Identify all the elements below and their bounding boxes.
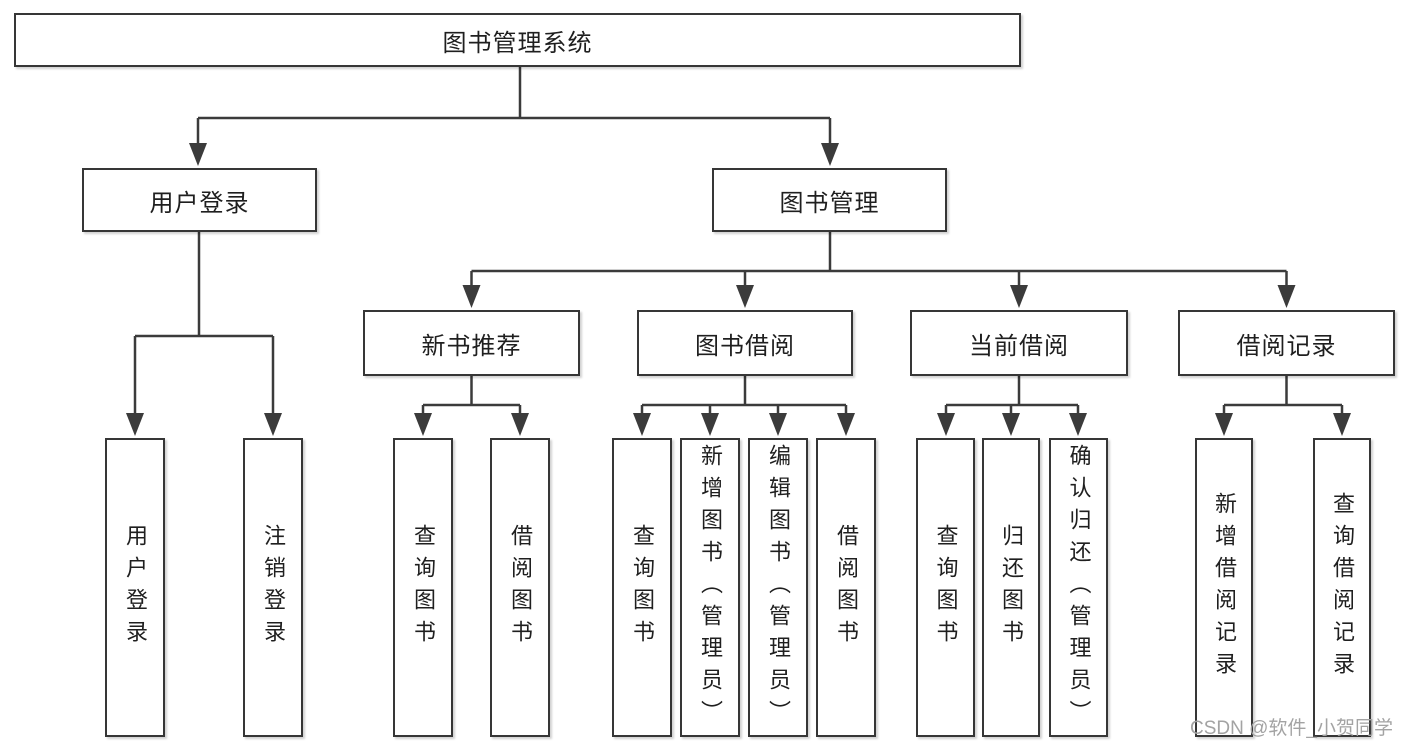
node-current-borrowing-label: 当前借阅 [969, 332, 1069, 360]
node-user-login-label: 用户登录 [149, 189, 250, 217]
leaf-user-login: 用户登录 [105, 438, 165, 737]
leaf-query-books-borrowing: 查询图书 [612, 438, 672, 737]
leaf-add-book-admin-label: 新增图书（管理员） [698, 443, 723, 732]
leaf-query-borrow-record-label: 查询借阅记录 [1330, 491, 1355, 684]
leaf-borrow-books-recommend-label: 借阅图书 [508, 523, 533, 652]
node-new-book-recommend: 新书推荐 [363, 310, 580, 376]
leaf-add-borrow-record-label: 新增借阅记录 [1212, 491, 1237, 684]
node-borrowing-records-label: 借阅记录 [1236, 332, 1337, 360]
leaf-logout: 注销登录 [243, 438, 303, 737]
leaf-add-book-admin: 新增图书（管理员） [680, 438, 740, 737]
node-book-borrowing: 图书借阅 [637, 310, 853, 376]
leaf-borrow-books-recommend: 借阅图书 [490, 438, 550, 737]
leaf-query-books-current-label: 查询图书 [933, 523, 959, 652]
leaf-add-borrow-record: 新增借阅记录 [1195, 438, 1253, 737]
csdn-watermark: CSDN @软件_小贺同学 [1190, 718, 1393, 739]
node-book-management-label: 图书管理 [779, 189, 880, 217]
leaf-user-login-label: 用户登录 [123, 523, 148, 652]
node-root: 图书管理系统 [14, 13, 1021, 67]
node-book-management: 图书管理 [712, 168, 947, 232]
leaf-query-books-borrowing-label: 查询图书 [630, 523, 655, 652]
leaf-query-books-recommend: 查询图书 [393, 438, 453, 737]
leaf-confirm-return-admin-label: 确认归还（管理员） [1066, 443, 1092, 732]
leaf-query-borrow-record: 查询借阅记录 [1313, 438, 1371, 737]
leaf-edit-book-admin: 编辑图书（管理员） [748, 438, 808, 737]
node-borrowing-records: 借阅记录 [1178, 310, 1395, 376]
leaf-edit-book-admin-label: 编辑图书（管理员） [766, 443, 791, 732]
node-current-borrowing: 当前借阅 [910, 310, 1128, 376]
leaf-borrow-books-borrowing-label: 借阅图书 [834, 523, 859, 652]
leaf-logout-label: 注销登录 [261, 523, 286, 652]
leaf-query-books-current: 查询图书 [916, 438, 975, 737]
node-book-borrowing-label: 图书借阅 [695, 332, 795, 360]
leaf-return-books-label: 归还图书 [999, 523, 1024, 652]
leaf-return-books: 归还图书 [982, 438, 1040, 737]
leaf-confirm-return-admin: 确认归还（管理员） [1049, 438, 1108, 737]
node-root-label: 图书管理系统 [442, 29, 593, 57]
node-user-login: 用户登录 [82, 168, 317, 232]
leaf-query-books-recommend-label: 查询图书 [411, 523, 436, 652]
node-new-book-recommend-label: 新书推荐 [421, 332, 522, 360]
leaf-borrow-books-borrowing: 借阅图书 [816, 438, 876, 737]
